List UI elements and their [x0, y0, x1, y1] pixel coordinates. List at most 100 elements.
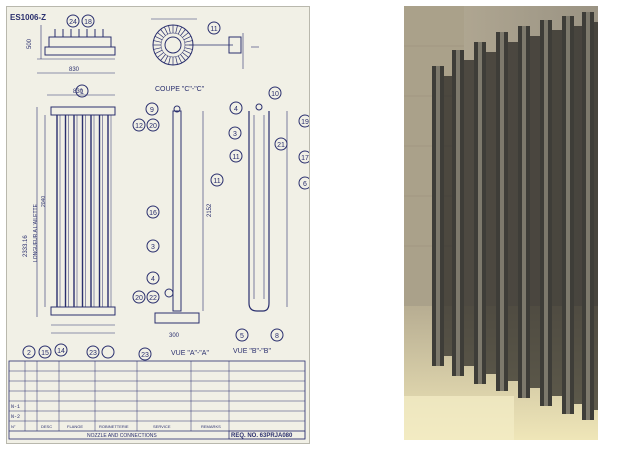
fin-ray: [177, 26, 182, 35]
side-view-bb: [248, 103, 288, 312]
svg-text:24: 24: [69, 19, 77, 26]
fin-ray: [168, 56, 171, 65]
callout-3: 3: [228, 126, 242, 140]
callout-19: 19: [298, 114, 309, 128]
svg-text:18: 18: [84, 19, 92, 26]
callout-7: 2: [22, 345, 36, 359]
photo-tube-highlight: [500, 32, 504, 391]
svg-text:4: 4: [234, 106, 238, 113]
callout-15: 23: [86, 345, 100, 359]
svg-text:3: 3: [151, 244, 155, 251]
svg-text:2: 2: [27, 350, 31, 357]
table-row-n1: N-1: [11, 404, 20, 410]
callout-20-top: 20: [146, 118, 160, 132]
fin-ray: [154, 49, 163, 54]
svg-text:22: 22: [149, 295, 157, 302]
callout-14: [101, 345, 115, 359]
callout-18: 18: [81, 14, 95, 28]
length-value: 2333.16: [23, 235, 29, 257]
svg-text:23: 23: [141, 352, 149, 359]
callout-5: 5: [235, 328, 249, 342]
svg-text:10: 10: [271, 91, 279, 98]
fin-ray: [154, 36, 163, 41]
dim-830-top: 830: [69, 67, 80, 73]
engineering-drawing: ES1006-Z 500 830 24 18 COUPE "C: [6, 6, 310, 444]
photo-tube-highlight: [586, 12, 590, 420]
callout-2: 14: [54, 343, 68, 357]
svg-text:9: 9: [150, 107, 154, 114]
photo-tube-highlight: [544, 20, 548, 406]
fin-ray: [182, 32, 189, 38]
fin-ray: [183, 36, 192, 41]
fin-ray: [180, 54, 186, 61]
secondary-length: 2040: [41, 196, 47, 207]
fin-ray: [183, 49, 192, 54]
svg-text:11: 11: [232, 154, 239, 161]
fin-ray: [182, 52, 189, 58]
table-col-robinetterie: ROBINETTERIE: [99, 424, 129, 429]
table-col-no: N°: [11, 424, 16, 429]
tube-bundle-front-view: [36, 94, 116, 334]
svg-text:5: 5: [240, 333, 244, 340]
svg-text:1: 1: [80, 89, 84, 96]
callout-9: 9: [145, 102, 159, 116]
svg-text:12: 12: [135, 123, 143, 130]
photo-tube-highlight: [456, 50, 460, 376]
fin-ray: [164, 55, 169, 64]
fin-ray: [157, 32, 164, 38]
callout-12: 12: [132, 118, 146, 132]
view-aa-label: VUE "A"-"A": [171, 350, 209, 357]
svg-text:11: 11: [210, 26, 217, 33]
callout-4-side: 4: [146, 271, 160, 285]
overall-length-label: LONGUEUR A L'AILETTE: [33, 203, 39, 262]
callout-4: 4: [229, 101, 243, 115]
table-col-service: SERVICE: [153, 424, 171, 429]
photo-tube-highlight: [478, 42, 482, 384]
table-footer-right: REQ. NO. 63PRJA080: [231, 433, 293, 439]
svg-text:19: 19: [301, 119, 309, 126]
callout-22: 22: [146, 290, 160, 304]
photo-svg: [404, 6, 598, 440]
section-cc-label: COUPE "C"-"C": [155, 86, 205, 93]
callout-21: 21: [274, 137, 288, 151]
svg-text:3: 3: [233, 131, 237, 138]
fin-ray: [184, 47, 193, 50]
svg-text:15: 15: [41, 350, 49, 357]
fin-ray: [153, 47, 162, 50]
photo-tube-shadow: [594, 22, 598, 410]
callout-10: 10: [268, 86, 282, 100]
table-col-remarks: REMARKS: [201, 424, 221, 429]
callout-24: 24: [66, 14, 80, 28]
callout-16: 11: [210, 173, 224, 187]
drawing-svg: ES1006-Z 500 830 24 18 COUPE "C: [8, 13, 309, 440]
fin-ray: [153, 40, 162, 43]
table-col-desc: DESC: [41, 424, 52, 429]
table-row-n2: N-2: [11, 414, 20, 420]
top-header-view: 500 830: [27, 25, 116, 74]
side-length: 2152: [207, 203, 213, 217]
svg-text:21: 21: [277, 142, 285, 149]
callout-11-side: 16: [146, 205, 160, 219]
svg-text:14: 14: [57, 348, 65, 355]
side-view-aa: [154, 105, 204, 324]
table-footer-left: NOZZLE AND CONNECTIONS: [87, 433, 157, 439]
svg-text:6: 6: [303, 181, 307, 188]
heat-exchanger-photo: [404, 6, 598, 440]
fin-ray: [175, 25, 178, 34]
svg-text:8: 8: [275, 333, 279, 340]
fin-ray: [180, 29, 186, 36]
callout-20: 20: [132, 290, 146, 304]
svg-text:11: 11: [213, 178, 220, 185]
fin-ray: [168, 25, 171, 34]
photo-tube-highlight: [522, 26, 526, 398]
dim-300: 300: [169, 333, 180, 339]
view-bb-label: VUE "B"-"B": [233, 348, 271, 355]
nozzle-table: [8, 360, 306, 440]
fin-ray: [160, 54, 166, 61]
doc-number: ES1006-Z: [10, 13, 46, 22]
table-col-flange: FLANGE: [67, 424, 83, 429]
svg-text:4: 4: [151, 276, 155, 283]
svg-text:20: 20: [135, 295, 143, 302]
fin-ray: [175, 56, 178, 65]
fin-ray: [184, 40, 193, 43]
